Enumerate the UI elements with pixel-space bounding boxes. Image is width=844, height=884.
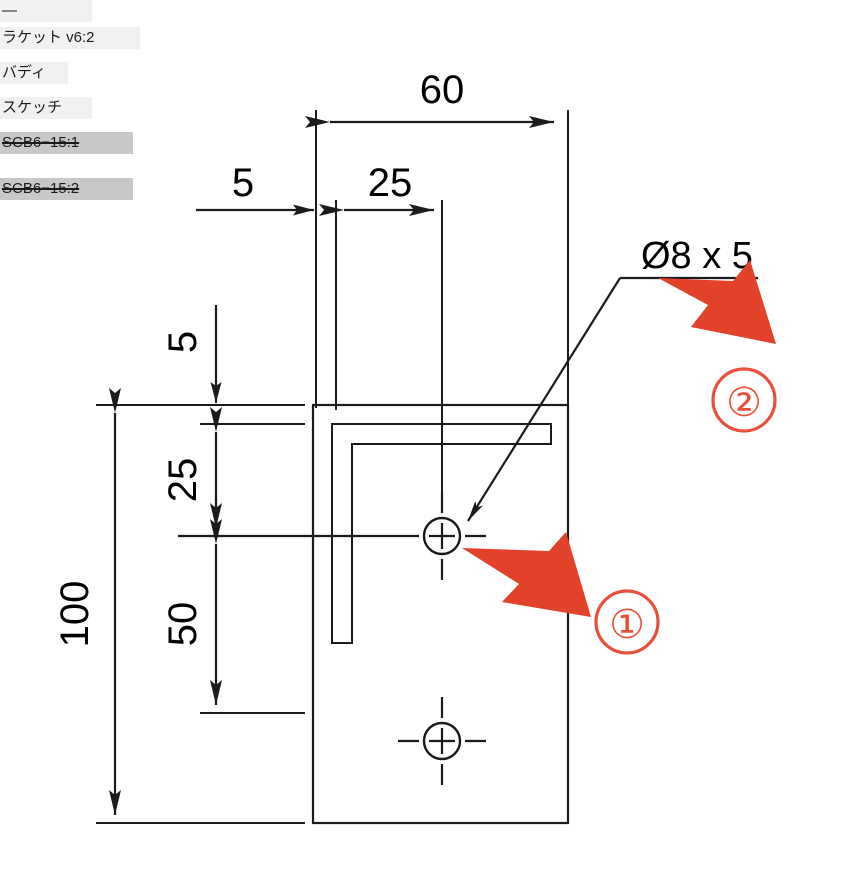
vertical-extension-lines bbox=[96, 404, 305, 824]
tree-item-label: ラケット v6:2 bbox=[2, 29, 95, 46]
lower-hole-center-mark bbox=[398, 697, 486, 785]
tree-item-scb6-15-2[interactable]: SCB6−15:2 bbox=[0, 178, 133, 200]
upper-hole[interactable] bbox=[398, 492, 486, 580]
tree-item-label: バディ bbox=[2, 64, 46, 81]
tree-item-label: SCB6−15:2 bbox=[2, 180, 80, 197]
plate-outline bbox=[311, 403, 570, 825]
dimension-label-5v: 5 bbox=[161, 331, 205, 353]
tree-item-scb6-15-1[interactable]: SCB6−15:1 bbox=[0, 132, 133, 154]
dimension-upper-hole-25: 25 bbox=[161, 407, 222, 528]
dimension-label-60: 60 bbox=[420, 68, 465, 112]
tree-item-0[interactable]: — bbox=[0, 0, 92, 22]
hole-callout-leader bbox=[467, 276, 758, 522]
hole-callout-text: Ø8 x 5 bbox=[641, 235, 753, 277]
tree-item-label: スケッチ bbox=[2, 99, 63, 116]
geometry-group bbox=[311, 403, 570, 825]
lower-hole-circle bbox=[422, 721, 462, 761]
marker-1-label: ① bbox=[609, 603, 645, 647]
tree-item-sketch[interactable]: スケッチ bbox=[0, 97, 92, 119]
marker-2-label: ② bbox=[726, 381, 762, 425]
dimension-width-60: 60 bbox=[305, 68, 554, 128]
dimension-label-25h: 25 bbox=[368, 161, 413, 205]
upper-hole-circle bbox=[422, 516, 462, 556]
dimension-label-25v: 25 bbox=[161, 458, 205, 503]
tree-item-label: — bbox=[2, 2, 17, 19]
upper-hole-center-mark bbox=[398, 492, 486, 580]
dimension-offset-5: 5 bbox=[196, 161, 314, 216]
annotation-marker-2: ② bbox=[711, 367, 777, 433]
marker-1-circle bbox=[594, 589, 660, 655]
horizontal-extension-lines bbox=[315, 110, 569, 410]
tree-item-body[interactable]: バディ bbox=[0, 62, 68, 84]
annotation-marker-1: ① bbox=[594, 589, 660, 655]
annotation-arrow-2 bbox=[658, 260, 776, 344]
dimension-hole-x-25: 25 bbox=[319, 161, 434, 216]
model-browser-tree[interactable]: — ラケット v6:2 バディ スケッチ SCB6−15:1 SCB6−15:2 bbox=[0, 0, 142, 250]
lower-hole[interactable] bbox=[398, 697, 486, 785]
annotation-arrow-1 bbox=[462, 532, 591, 617]
tree-item-bracket[interactable]: ラケット v6:2 bbox=[0, 27, 140, 49]
dimension-label-50v: 50 bbox=[161, 602, 205, 647]
dimension-label-100: 100 bbox=[53, 581, 97, 648]
dimension-hole-spacing-50: 50 bbox=[161, 519, 222, 705]
tree-item-label: SCB6−15:1 bbox=[2, 134, 80, 151]
dimension-overall-height-100: 100 bbox=[53, 388, 121, 815]
dimension-top-offset-5: 5 bbox=[161, 305, 222, 403]
dimension-label-5h: 5 bbox=[232, 161, 254, 205]
marker-2-circle bbox=[711, 367, 777, 433]
